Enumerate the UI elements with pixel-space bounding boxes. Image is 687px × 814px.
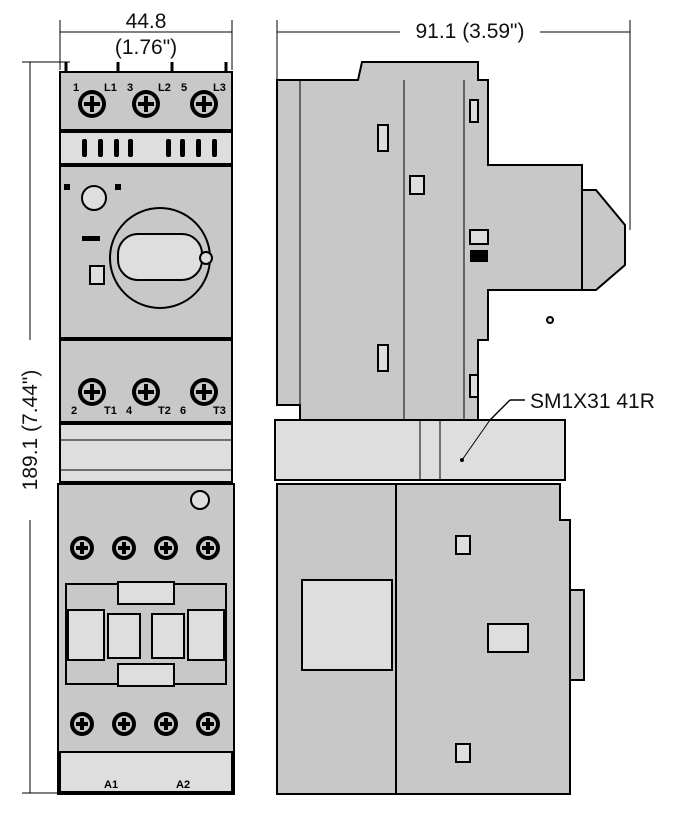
vent-slot <box>196 139 201 157</box>
terminal-6: 6 <box>180 405 186 417</box>
width-inch-label: (1.76") <box>115 36 177 59</box>
terminal-4: 4 <box>126 405 133 417</box>
vent-slot <box>82 139 87 157</box>
screw-terminal-icon <box>70 536 94 560</box>
screw-terminal-icon <box>78 378 106 406</box>
front-view: 1 L1 3 L2 5 L3 2 T1 4 T2 6 T3 <box>57 62 235 795</box>
screw-terminal-icon <box>196 536 220 560</box>
terminal-L2: L2 <box>158 82 171 94</box>
screw-terminal-icon <box>190 90 218 118</box>
terminal-1: 1 <box>73 82 79 94</box>
vent-slot <box>166 139 171 157</box>
screw-terminal-icon <box>112 712 136 736</box>
screw-terminal-icon <box>154 712 178 736</box>
screw-terminal-icon <box>132 90 160 118</box>
terminal-A1: A1 <box>104 779 118 791</box>
screw-terminal-icon <box>190 378 218 406</box>
width-label: 44.8 <box>126 10 167 33</box>
screw-terminal-icon <box>70 712 94 736</box>
terminal-5: 5 <box>181 82 187 94</box>
screw-terminal-icon <box>154 536 178 560</box>
terminal-2: 2 <box>71 405 77 417</box>
height-dimension: 189.1 (7.44") <box>19 61 70 794</box>
height-label: 189.1 (7.44") <box>19 370 42 491</box>
terminal-T3: T3 <box>213 405 226 417</box>
depth-label: 91.1 (3.59") <box>415 20 524 43</box>
model-callout: SM1X31 41R <box>530 390 655 413</box>
screw-terminal-icon <box>78 90 106 118</box>
terminal-T1: T1 <box>104 405 117 417</box>
vent-slot <box>98 139 103 157</box>
vent-slot <box>180 139 185 157</box>
screw-terminal-icon <box>112 536 136 560</box>
terminal-L1: L1 <box>104 82 117 94</box>
vent-slot <box>114 139 119 157</box>
side-view: SM1X31 41R <box>274 61 655 795</box>
width-dimension: 44.8 (1.76") <box>59 10 233 70</box>
terminal-3: 3 <box>127 82 133 94</box>
terminal-L3: L3 <box>213 82 226 94</box>
vent-slot <box>128 139 133 157</box>
screw-terminal-icon <box>196 712 220 736</box>
depth-dimension: 91.1 (3.59") <box>276 20 631 230</box>
screw-terminal-icon <box>132 378 160 406</box>
terminal-T2: T2 <box>158 405 171 417</box>
vent-slot <box>212 139 217 157</box>
terminal-A2: A2 <box>176 779 190 791</box>
